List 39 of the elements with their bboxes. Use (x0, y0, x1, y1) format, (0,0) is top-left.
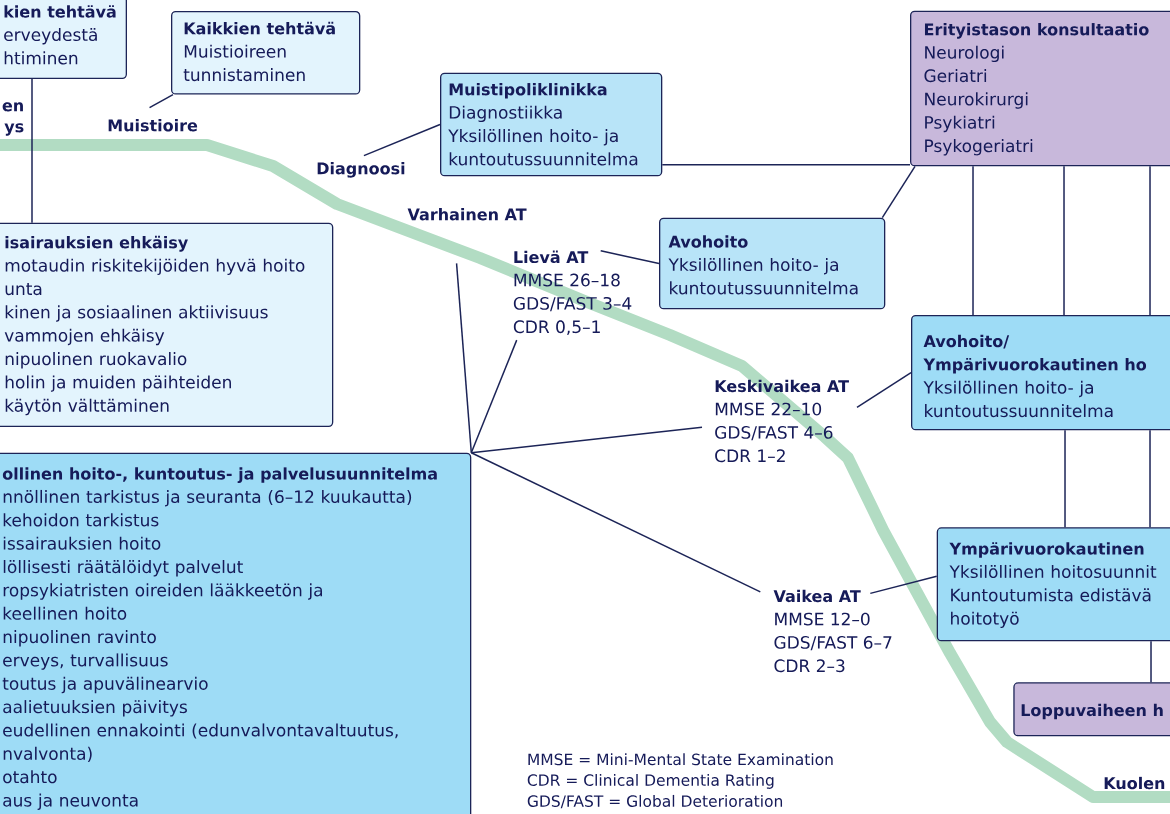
stage-label: Diagnoosi (317, 162, 405, 178)
stage-label: en ys (2, 102, 24, 136)
info-box: Erityistason konsultaatio Neurologi Geriatri Neurokirurgi Psykiatri Psykogeriatri (910, 10, 1170, 167)
connector-line (1064, 429, 1066, 529)
info-box: Ympärivuorokautinen Yksilöllinen hoitosuunnit Kuntoutumista edistävä hoitotyö (936, 527, 1170, 642)
abbreviation-note: MMSE = Mini-Mental State Examination (528, 753, 833, 766)
leader-line (148, 93, 174, 109)
leader-line (599, 250, 660, 265)
connector-line (1063, 165, 1065, 316)
leader-line (363, 123, 441, 157)
connector-line (661, 164, 911, 166)
info-box: Loppuvaiheen h (1013, 682, 1170, 737)
connector-line (1149, 165, 1151, 316)
info-box: isairauksien ehkäisy motaudin riskitekijöiden hyvä hoito unta kinen ja sosiaalinen aktiivisuus vammojen ehkäisy nipuolinen ruokavalio holin ja muiden päihteiden käytön välttäminen (0, 222, 334, 427)
stage-label: Keskivaikea AT MMSE 22–10 GDS/FAST 4–6 CDR 1–2 (715, 379, 849, 463)
leader-line (869, 575, 938, 595)
info-box: Kaikkien tehtävä Muistioireen tunnistaminen (171, 11, 361, 95)
leader-line (856, 371, 912, 409)
abbreviation-note: GDS/FAST = Global Deterioration (527, 794, 783, 809)
leader-line (455, 262, 473, 454)
stage-label: Muistioire (108, 119, 198, 132)
leader-line (470, 426, 703, 454)
connector-line (1149, 429, 1151, 529)
info-box: Avohoito Yksilöllinen hoito- ja kuntoutussuunnitelma (659, 217, 886, 310)
leader-line (470, 451, 762, 593)
info-box: kien tehtävä erveydestä htiminen (0, 0, 127, 79)
connector-line (31, 78, 33, 224)
connector-line (1150, 640, 1152, 684)
stage-label: Varhainen AT (407, 208, 527, 221)
stage-label: Kuolen (1104, 776, 1165, 790)
connector-line (972, 165, 974, 316)
abbreviation-note: CDR = Clinical Dementia Rating (527, 773, 774, 789)
info-box: ollinen hoito-, kuntoutus- ja palvelusuunnitelma nnöllinen tarkistus ja seuranta (6–12 kuukautta) kehoidon tarkistus issairauksien hoito löllisesti räätälöidyt palvelut ropsykiatristen oireiden lääkkeetön ja keellinen hoito nipuolinen ravinto erveys, turvallisuus toutus ja apuvälinearvio aalietuuksien päivitys eudellinen ennakointi (edunvalvontavaltuutus, nvalvonta) otahto aus ja neuvonta (0, 452, 472, 814)
info-box: Muistipoliklinikka Diagnostiikka Yksilöllinen hoito- ja kuntoutussuunnitelma (440, 72, 663, 177)
connector-line (881, 165, 916, 219)
stage-label: Vaikea AT MMSE 12–0 GDS/FAST 6–7 CDR 2–3 (773, 589, 892, 673)
info-box: Avohoito/ Ympärivuorokautinen ho Yksilöllinen hoito- ja kuntoutussuunnitelma (911, 315, 1170, 431)
leader-line (470, 339, 518, 454)
stage-label: Lievä AT MMSE 26–18 GDS/FAST 3–4 CDR 0,5–1 (513, 250, 632, 335)
